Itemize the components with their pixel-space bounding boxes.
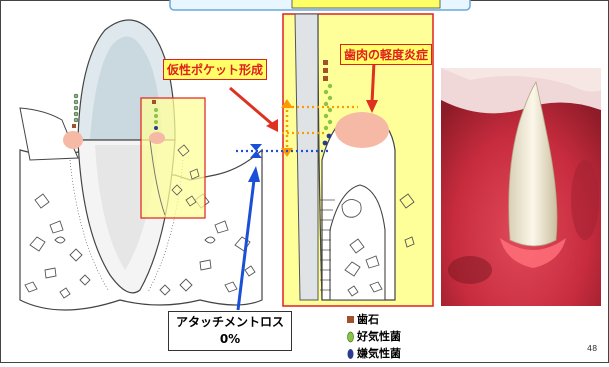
page-number: 48 — [587, 344, 598, 353]
legend-square-icon — [347, 316, 354, 323]
left-bone-trabeculae — [24, 193, 256, 299]
legend-aerobic-icon — [347, 331, 354, 343]
gingival-inflammation-label: 歯肉の軽度炎症 — [340, 44, 433, 65]
left-plaque-dots — [72, 93, 79, 128]
legend-item-aerobic: 好気性菌 — [357, 330, 401, 343]
legend: 歯石 好気性菌 嫌気性菌 — [345, 311, 401, 362]
zoom-panel-illustration — [294, 13, 415, 301]
left-gum — [19, 107, 79, 161]
clinical-photo — [441, 68, 601, 306]
attachment-loss-box: アタッチメントロス 0% — [168, 311, 292, 351]
left-zoom-box — [140, 97, 206, 219]
legend-item-tartar: 歯石 — [357, 313, 379, 326]
legend-item-anaerobic: 嫌気性菌 — [357, 347, 401, 360]
attachment-loss-value: 0% — [219, 332, 241, 346]
inflammation-arrow — [370, 61, 376, 104]
pocket-arrow — [229, 86, 273, 126]
zoom-plaque-column — [322, 60, 333, 146]
zoom-inflamed-gum — [335, 112, 389, 148]
attachment-loss-title: アタッチメントロス — [175, 315, 284, 329]
legend-anaerobic-icon — [347, 349, 354, 359]
title-highlight — [291, 0, 441, 9]
left-inflamed-gum — [63, 131, 83, 149]
attachment-arrow — [236, 179, 256, 311]
pseudo-pocket-label: 仮性ポケット形成 — [163, 59, 268, 80]
